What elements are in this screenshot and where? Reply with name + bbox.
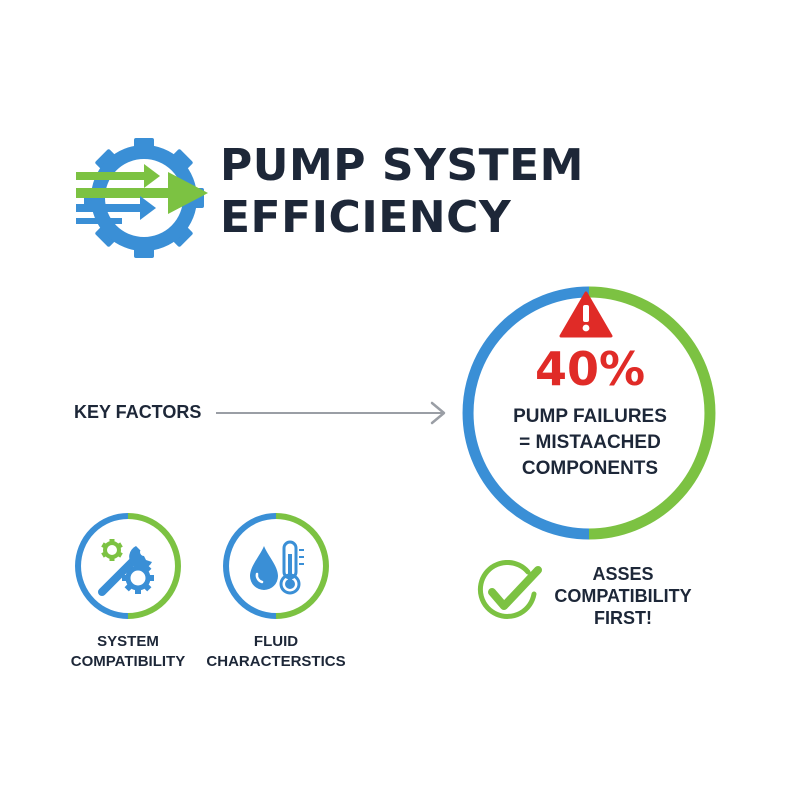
warning-triangle-icon [558,290,614,340]
droplet-thermometer-icon [220,510,332,622]
stat-line-2: = MISTAACHED [519,432,661,453]
cta-line-1: ASSES [592,564,654,584]
gear-with-arrows-icon [72,128,212,268]
stat-ring [458,282,720,544]
factor-1-line-1: SYSTEM [97,633,159,650]
page-title: PUMP SYSTEM EFFICIENCY [220,140,584,244]
factor-label-system: SYSTEM COMPATIBILITY [43,632,213,672]
stat-description: PUMP FAILURES = MISTAACHED COMPONENTS [460,404,720,482]
cta-line-3: FIRST! [594,608,652,628]
factor-2-line-1: FLUID [253,633,299,650]
cta-line-2: COMPATIBILITY [554,586,692,606]
call-to-action: ASSES COMPATIBILITY FIRST! [548,563,698,629]
stat-line-1: PUMP FAILURES [513,406,667,427]
stat-percent: 40% [534,342,646,396]
title-line-1: PUMP SYSTEM [220,140,584,191]
factor-1-line-2: COMPATIBILITY [70,653,186,670]
factor-label-fluid: FLUID CHARACTERSTICS [191,632,361,672]
title-line-2: EFFICIENCY [220,192,512,243]
arrow-right-icon [214,398,454,428]
factor-2-line-2: CHARACTERSTICS [206,653,346,670]
check-circle-icon [476,560,546,626]
stat-line-3: COMPONENTS [521,458,659,479]
key-factors-label: KEY FACTORS [74,402,202,422]
wrench-gears-icon [72,510,184,622]
